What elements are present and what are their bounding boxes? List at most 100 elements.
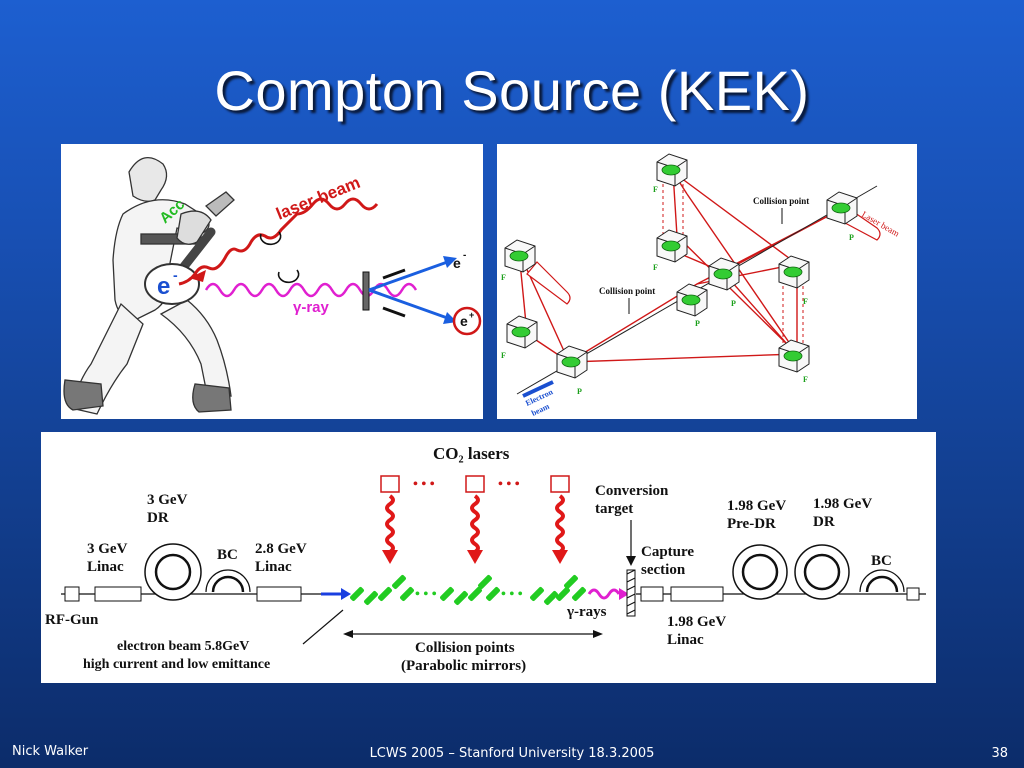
- linac-3gev-label-1: 3 GeV: [87, 541, 128, 557]
- mirror-cube-icon: [778, 339, 810, 373]
- mirror-p-label: P: [695, 319, 700, 328]
- electron-sup: -: [173, 267, 178, 283]
- mirror-cube-icon: [656, 229, 688, 263]
- eplus-sup: +: [469, 310, 474, 320]
- dr-3gev-label-1: 3 GeV: [147, 492, 188, 508]
- mirror-dots: • • •: [415, 587, 437, 602]
- eminus-sup: -: [463, 250, 466, 261]
- collision-mirrors: [349, 574, 587, 606]
- linac-3gev-label-2: Linac: [87, 559, 124, 575]
- mirror-geometry-diagram: Collision point Collision point Laser be…: [501, 153, 901, 418]
- conversion-label-2: target: [595, 501, 633, 517]
- mirror-p-label: P: [577, 387, 582, 396]
- slide-title: Compton Source (KEK): [214, 59, 810, 122]
- bc-right-arc-outer: [859, 569, 905, 593]
- mirror-f-label: F: [653, 263, 658, 272]
- predr-label-2: Pre-DR: [727, 516, 776, 532]
- footer-author: Nick Walker: [12, 744, 89, 759]
- accelerator-layout-diagram: CO₂ lasers • • • • • •: [45, 444, 926, 674]
- dr-3gev-inner: [154, 553, 192, 591]
- gamma-ray-wave: [204, 282, 418, 298]
- capture-label-2: section: [641, 562, 686, 578]
- bc-right-label: BC: [871, 553, 892, 569]
- mirror-cube-icon: [708, 257, 740, 291]
- mirror-p-label: P: [849, 233, 854, 242]
- conversion-target-box: [626, 569, 636, 617]
- mirror-cube-icon: [506, 315, 538, 349]
- laser-dots: • • •: [413, 477, 435, 492]
- laser-beam-wave: [178, 197, 379, 286]
- footer-conference: LCWS 2005 – Stanford University 18.3.200…: [369, 746, 655, 761]
- mirror-cube-icon: [826, 191, 858, 225]
- arrowhead-icon: [341, 588, 351, 600]
- baseball-analogy-panel: Acc e - laser beam γ-ray e - e +: [61, 144, 483, 419]
- laser-box: [550, 475, 570, 493]
- mirror-f-label: F: [803, 297, 808, 306]
- incoming-arrow-icon: [382, 306, 406, 318]
- mirror-f-label: F: [501, 351, 506, 360]
- capture-box: [640, 586, 664, 602]
- positron-circle-icon: [452, 306, 482, 336]
- arrowhead-icon: [626, 556, 636, 566]
- mirror-p-label: P: [731, 299, 736, 308]
- eminus-label: e: [453, 255, 461, 271]
- mirror-f-label: F: [501, 273, 506, 282]
- dr198-label-1: 1.98 GeV: [813, 496, 872, 512]
- laser-box: [380, 475, 400, 493]
- electron-ball-icon: [144, 263, 200, 305]
- bc-right-arc: [865, 575, 899, 593]
- linac-198-box: [670, 586, 724, 602]
- polarization-arrow-icon: [277, 269, 300, 284]
- arrowhead-icon: [343, 630, 353, 638]
- laser-dots: • • •: [498, 477, 520, 492]
- baseball-analogy-diagram: Acc e - laser beam γ-ray e - e +: [63, 156, 482, 415]
- dr-3gev-label-2: DR: [147, 510, 169, 526]
- mirror-dots: • • •: [501, 587, 523, 602]
- linac-198-label-2: Linac: [667, 632, 704, 648]
- mirror-f-label: F: [653, 185, 658, 194]
- collision-label-2: (Parabolic mirrors): [401, 658, 526, 674]
- gamma-ray-label: γ-ray: [293, 299, 330, 316]
- co2-lasers-label: CO₂ lasers: [433, 444, 510, 463]
- electron-out-arrow: [368, 258, 454, 292]
- mirror-cube-icon: [656, 153, 688, 187]
- mirror-f-label: F: [803, 375, 808, 384]
- arrowhead-icon: [619, 588, 629, 600]
- gamma-rays-label: γ-rays: [566, 604, 607, 620]
- bc-left-label: BC: [217, 547, 238, 563]
- mirror-cube-icon: [676, 283, 708, 317]
- batter-figure-icon: [63, 156, 235, 415]
- incoming-arrow-icon: [382, 268, 406, 280]
- conversion-target: [362, 271, 370, 311]
- laser-box: [465, 475, 485, 493]
- bc-left-arc-outer: [205, 569, 251, 593]
- target-hatch: [626, 569, 636, 615]
- mirror-cube-icon: [778, 255, 810, 289]
- laser-wave-icon: [550, 494, 570, 566]
- ebeam-label-1: electron beam 5.8GeV: [117, 639, 249, 654]
- rf-gun-label: RF-Gun: [45, 612, 99, 628]
- laser-wave-icon: [380, 494, 400, 566]
- collision-label-1: Collision points: [415, 640, 515, 656]
- conversion-label-1: Conversion: [595, 483, 669, 499]
- footer-page-number: 38: [991, 746, 1008, 761]
- linac-198-label-1: 1.98 GeV: [667, 614, 726, 630]
- linac-28-box: [256, 586, 302, 602]
- ebeam-pointer: [302, 609, 344, 645]
- predr-inner: [741, 553, 779, 591]
- dr198-label-2: DR: [813, 514, 835, 530]
- linac-3gev-box: [94, 586, 142, 602]
- linac-28-label-2: Linac: [255, 559, 292, 575]
- laser-tube-icon: [526, 261, 571, 305]
- electron-beam-arrow: [522, 380, 554, 398]
- collision-point-left-label: Collision point: [599, 286, 655, 296]
- accelerator-layout-panel: CO₂ lasers • • • • • •: [41, 432, 936, 683]
- mirror-cube-icon: [504, 239, 536, 273]
- laser-wave-icon: [465, 494, 485, 566]
- linac-28-label-1: 2.8 GeV: [255, 541, 307, 557]
- polarization-arrow-icon: [259, 231, 282, 246]
- laser-paths: [518, 171, 878, 363]
- predr-label-1: 1.98 GeV: [727, 498, 786, 514]
- end-box: [906, 587, 920, 601]
- gamma-wave-icon: [587, 588, 621, 600]
